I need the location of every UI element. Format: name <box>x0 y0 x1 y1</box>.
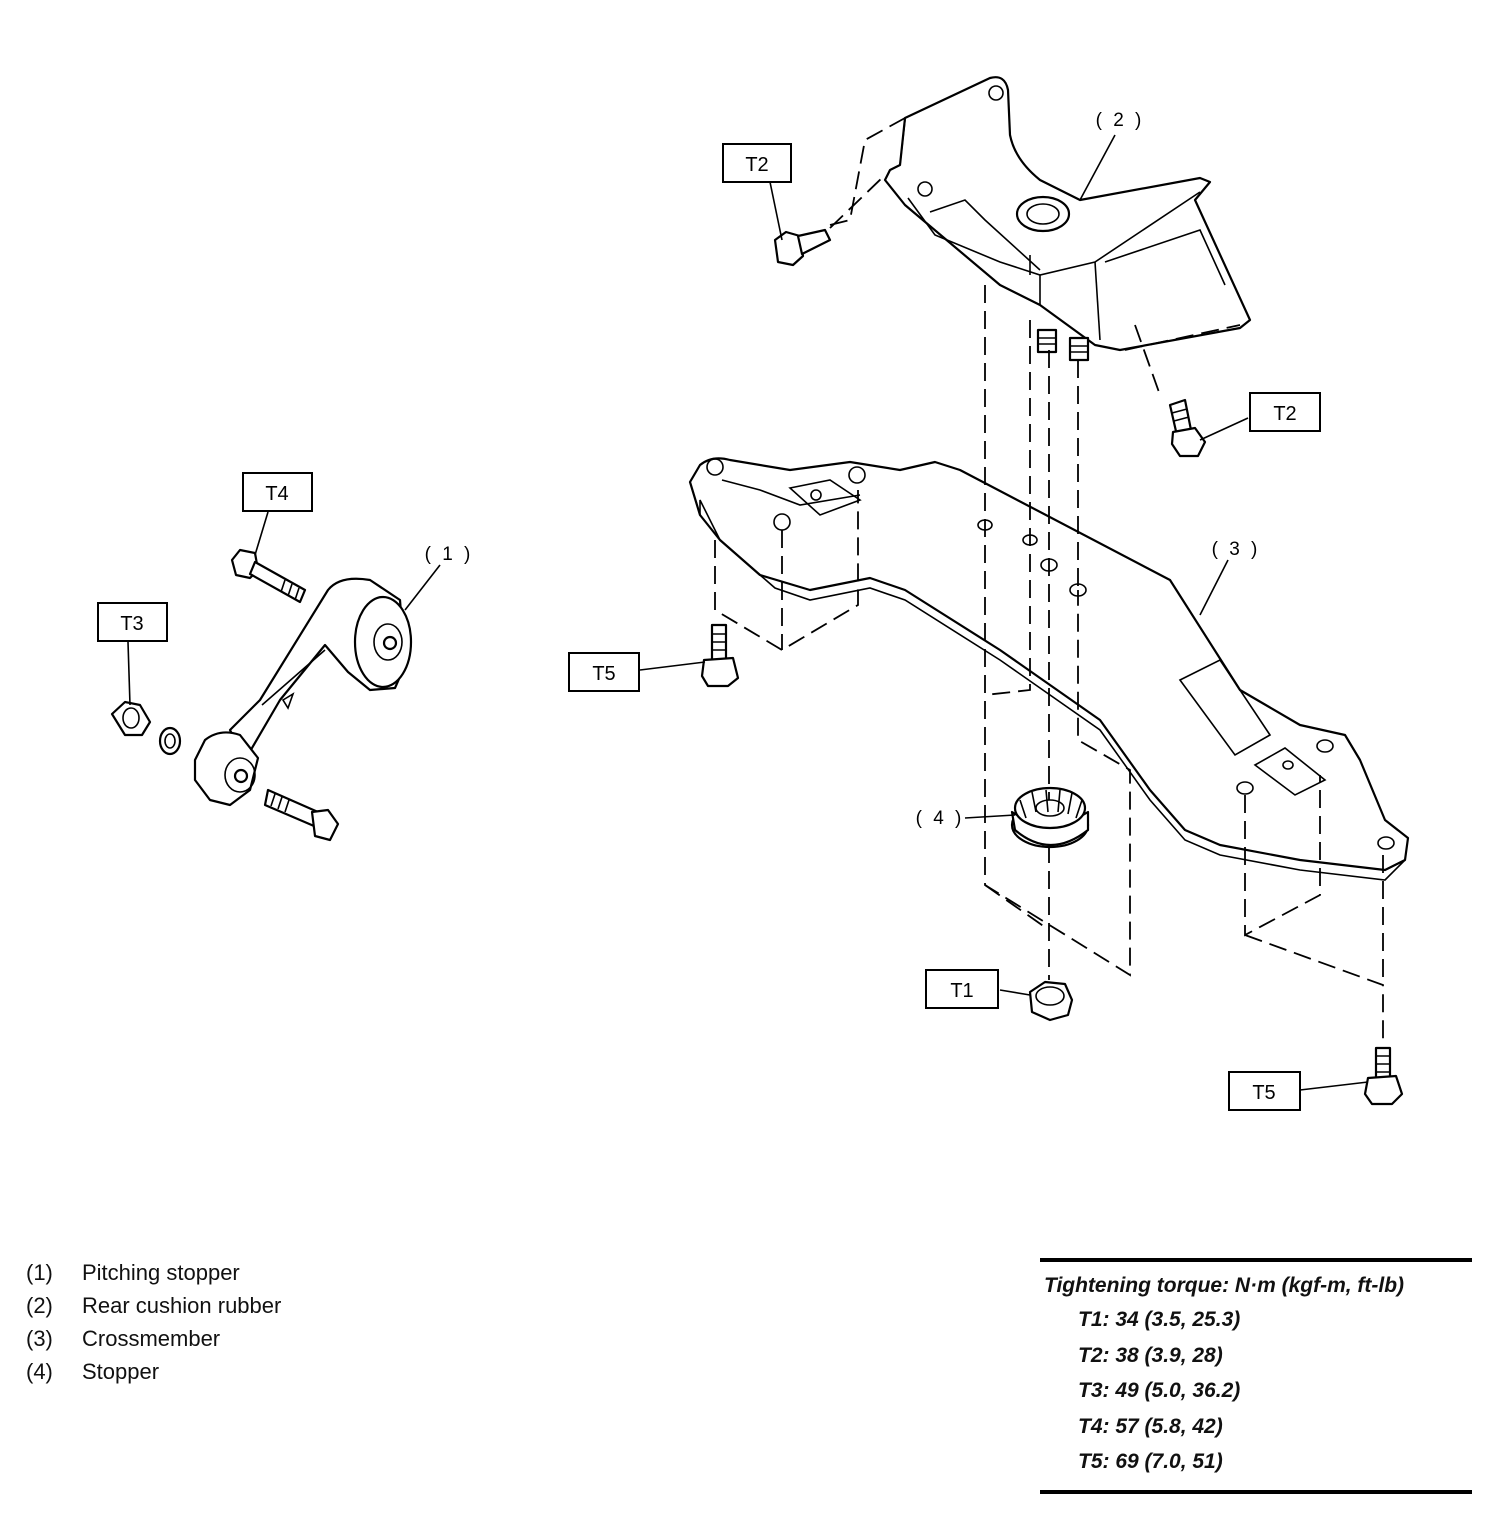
callout-t5-right-label: T5 <box>1252 1082 1275 1104</box>
part-label-3: ( 3 ) <box>1212 539 1261 560</box>
legend-name: Crossmember <box>82 1325 221 1351</box>
torque-row: T5: 69 (7.0, 51) <box>1078 1450 1223 1473</box>
callout-t5-left-label: T5 <box>592 663 615 685</box>
legend-row: (1) Pitching stopper <box>26 1256 281 1289</box>
rear-cushion-rubber <box>883 76 1252 362</box>
part-label-1: ( 1 ) <box>425 544 474 565</box>
callout-t5-right: T5 <box>1228 1071 1301 1111</box>
parts-legend: (1) Pitching stopper (2) Rear cushion ru… <box>26 1256 281 1388</box>
part-label-4: ( 4 ) <box>916 808 965 829</box>
torque-row: T1: 34 (3.5, 25.3) <box>1078 1308 1241 1331</box>
legend-name: Stopper <box>82 1358 160 1384</box>
legend-number: (4) <box>26 1358 53 1384</box>
stopper-part <box>1010 786 1090 849</box>
callout-t4-label: T4 <box>265 483 288 505</box>
fasteners <box>230 228 1404 1106</box>
callout-t1: T1 <box>925 969 999 1009</box>
callout-t3: T3 <box>97 602 168 642</box>
callout-t2-upper: T2 <box>722 143 792 183</box>
callout-t2-lower-label: T2 <box>1273 403 1296 425</box>
torque-spec-table: Tightening torque: N·m (kgf-m, ft-lb) T1… <box>1040 1258 1472 1494</box>
torque-row: T3: 49 (5.0, 36.2) <box>1078 1379 1241 1402</box>
legend-number: (3) <box>26 1325 53 1351</box>
legend-row: (2) Rear cushion rubber <box>26 1289 281 1322</box>
callout-t4: T4 <box>242 472 313 512</box>
assembly-dashed-lines <box>714 117 1384 1045</box>
callout-t2-upper-label: T2 <box>745 154 768 176</box>
callout-t2-lower: T2 <box>1249 392 1321 432</box>
legend-row: (3) Crossmember <box>26 1322 281 1355</box>
legend-name: Rear cushion rubber <box>82 1292 282 1318</box>
legend-row: (4) Stopper <box>26 1355 281 1388</box>
legend-name: Pitching stopper <box>82 1259 240 1285</box>
callout-t3-label: T3 <box>120 613 143 635</box>
pitching-stopper <box>110 577 413 807</box>
leader-lines <box>127 134 1369 1091</box>
torque-row: T2: 38 (3.9, 28) <box>1078 1343 1223 1367</box>
torque-title: Tightening torque: N·m (kgf-m, ft-lb) <box>1044 1274 1405 1297</box>
legend-number: (1) <box>26 1259 53 1285</box>
torque-row: T4: 57 (5.8, 42) <box>1078 1414 1223 1438</box>
callout-t5-left: T5 <box>568 652 640 692</box>
legend-number: (2) <box>26 1292 53 1318</box>
part-label-2: ( 2 ) <box>1096 110 1145 131</box>
callout-t1-label: T1 <box>950 980 973 1002</box>
